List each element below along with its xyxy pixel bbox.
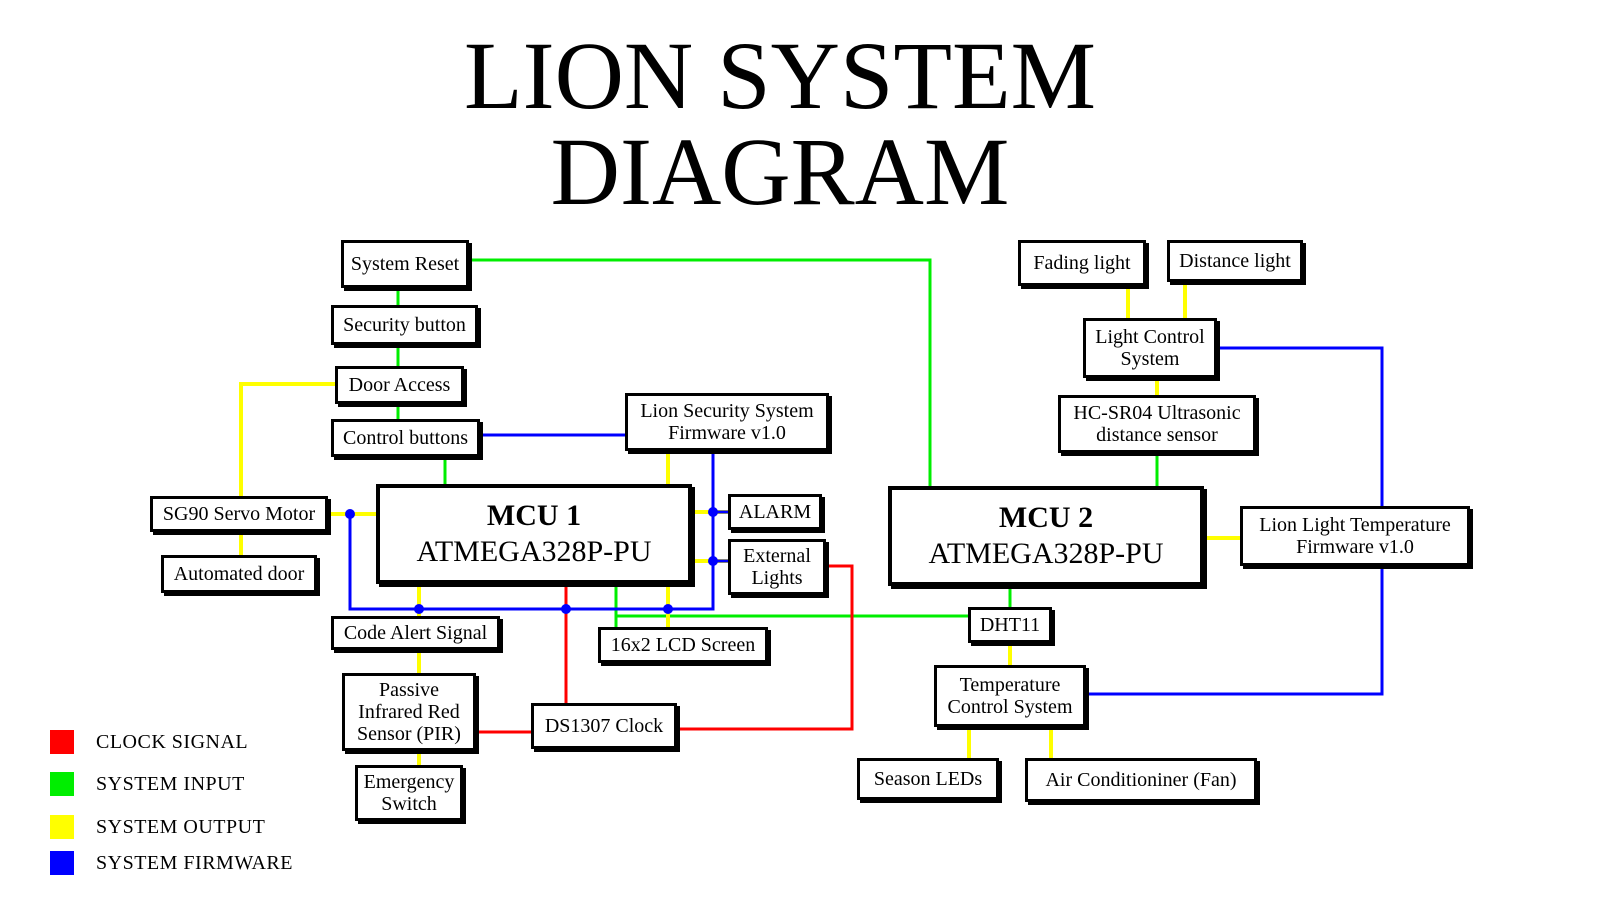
legend-item-firmware: SYSTEM FIRMWARE xyxy=(50,851,293,875)
node-system-reset: System Reset xyxy=(341,240,469,288)
legend-item-input: SYSTEM INPUT xyxy=(50,772,245,796)
node-temperature-control: Temperature Control System xyxy=(934,665,1086,727)
node-distance-light: Distance light xyxy=(1167,240,1303,282)
legend-item-output: SYSTEM OUTPUT xyxy=(50,815,265,839)
wire-firmware1-bus xyxy=(348,450,715,611)
junction-dot xyxy=(663,604,673,614)
firmware-wires xyxy=(348,346,1384,696)
node-control-buttons: Control buttons xyxy=(331,419,480,457)
legend-swatch-red xyxy=(50,730,74,754)
mcu-2-name: MCU 2 xyxy=(998,501,1094,534)
node-dht11: DHT11 xyxy=(968,607,1052,643)
node-alarm: ALARM xyxy=(728,494,822,530)
node-fading-light: Fading light xyxy=(1018,240,1146,286)
junction-dots xyxy=(345,507,718,614)
wire-clock-to-lights xyxy=(676,564,854,731)
node-ds1307-clock: DS1307 Clock xyxy=(531,703,677,749)
diagram-title-line-2: DIAGRAM xyxy=(550,118,1010,225)
legend-swatch-yellow xyxy=(50,815,74,839)
wire-reset-to-mcu2 xyxy=(460,258,932,488)
node-pir-sensor: Passive Infrared Red Sensor (PIR) xyxy=(342,673,476,751)
node-mcu-2: MCU 2 ATMEGA328P-PU xyxy=(888,486,1204,586)
node-air-conditioner: Air Conditioniner (Fan) xyxy=(1025,758,1257,802)
mcu-1-name: MCU 1 xyxy=(486,499,582,532)
legend-label: CLOCK SIGNAL xyxy=(96,730,249,753)
legend-label: SYSTEM FIRMWARE xyxy=(96,851,293,874)
wire-light-control-to-firmware2 xyxy=(1216,346,1384,507)
legend-swatch-green xyxy=(50,772,74,796)
node-lcd-screen: 16x2 LCD Screen xyxy=(598,627,768,663)
wire-firmware2-to-temp xyxy=(1085,565,1384,696)
mcu-2-chip: ATMEGA328P-PU xyxy=(928,537,1164,570)
junction-dot xyxy=(414,604,424,614)
node-external-lights: External Lights xyxy=(728,539,826,595)
clock-wires xyxy=(476,564,854,734)
legend-label: SYSTEM OUTPUT xyxy=(96,815,266,838)
node-servo-motor: SG90 Servo Motor xyxy=(150,496,328,532)
node-code-alert-signal: Code Alert Signal xyxy=(331,616,500,650)
legend-swatch-blue xyxy=(50,851,74,875)
node-mcu-1: MCU 1 ATMEGA328P-PU xyxy=(376,484,692,584)
junction-dot xyxy=(708,556,718,566)
diagram-title-line-1: LION SYSTEM xyxy=(463,22,1096,129)
node-emergency-switch: Emergency Switch xyxy=(355,765,463,821)
mcu-1-chip: ATMEGA328P-PU xyxy=(416,535,652,568)
node-door-access: Door Access xyxy=(335,366,464,404)
wire-door-to-servo xyxy=(239,382,336,497)
node-automated-door: Automated door xyxy=(161,555,317,593)
node-light-temp-firmware: Lion Light Temperature Firmware v1.0 xyxy=(1240,506,1470,566)
node-ultrasonic-sensor: HC-SR04 Ultrasonic distance sensor xyxy=(1058,395,1256,453)
junction-dot xyxy=(561,604,571,614)
legend-item-clock: CLOCK SIGNAL xyxy=(50,730,248,754)
node-security-button: Security button xyxy=(331,305,478,345)
junction-dot xyxy=(345,509,355,519)
node-security-firmware: Lion Security System Firmware v1.0 xyxy=(625,393,829,451)
junction-dot xyxy=(708,507,718,517)
node-season-leds: Season LEDs xyxy=(857,758,999,800)
node-light-control-system: Light Control System xyxy=(1083,318,1217,378)
legend-label: SYSTEM INPUT xyxy=(96,772,245,795)
